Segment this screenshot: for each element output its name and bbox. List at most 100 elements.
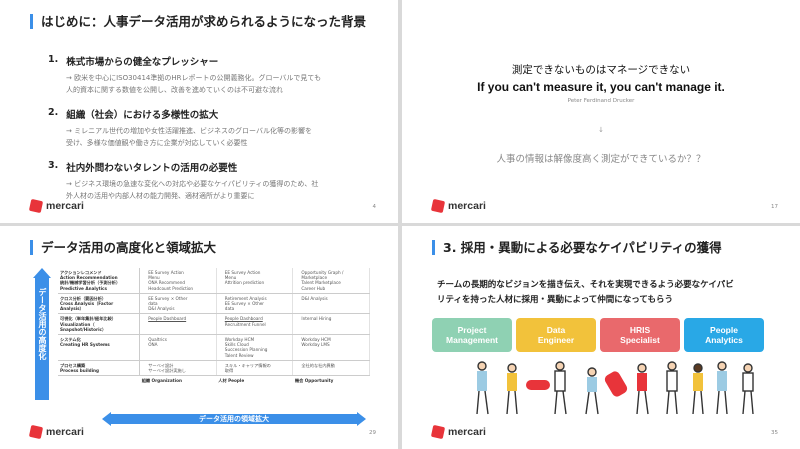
- cell-item: Internal Hiring: [301, 316, 332, 322]
- cell-item: Talent Review: [224, 352, 254, 358]
- person-icon: [506, 363, 518, 415]
- cell-item: Qualtrics: [148, 337, 167, 343]
- matrix-cell: スキル・キャリア情報の取得: [216, 360, 294, 377]
- person-icon: [666, 361, 678, 415]
- cell-item: Recruitment Funnel: [224, 321, 266, 327]
- role-label: Engineer: [537, 335, 575, 345]
- role-label: Analytics: [705, 335, 743, 345]
- role-label: Specialist: [620, 335, 660, 345]
- row-header-line: Visualization（: [60, 321, 95, 327]
- cell-item: Workday LMS: [301, 342, 330, 348]
- logo-icon: [28, 198, 44, 214]
- horizontal-axis-label: データ活用の領域拡大: [199, 415, 269, 423]
- question-text: 人事の情報は解像度高く測定ができているか？？: [496, 154, 706, 165]
- cell-item: Menu: [148, 275, 160, 281]
- cell-item: Skills Cloud: [224, 342, 249, 348]
- person-icon: [636, 363, 649, 415]
- role-label: Management: [446, 335, 498, 345]
- role-label: People: [710, 325, 738, 335]
- puzzle-piece-icon: [604, 371, 628, 397]
- item-body: 人的資本に関する数値を公開し、改善を進めていくのは不可避な流れ: [66, 86, 283, 94]
- item-number: 1.: [48, 54, 59, 65]
- item-body: 外人材の活用や内部人材の能力開発、適材適所がより重要に: [66, 192, 255, 200]
- matrix-cell: 全社的な社内異動: [292, 360, 370, 377]
- item-body: → ビジネス環境の急速な変化への対応や必要なケイパビリティの獲得のため、社: [66, 180, 319, 188]
- slide-title: はじめに：人事データ活用が求められるようになった背景: [30, 14, 366, 29]
- cell-item: スキル・キャリア情報の: [224, 362, 271, 368]
- vertical-axis-label: データ活用の高度化: [38, 288, 47, 360]
- row-header-line: Cross Analysis（Factor: [60, 301, 114, 307]
- cell-item: Opportunity Graph /: [301, 270, 344, 275]
- row-header-line: アクションレコメンド: [60, 270, 102, 275]
- logo-text: mercari: [448, 426, 486, 438]
- cell-item: EE Survey × Other: [148, 295, 188, 301]
- item-body: 受け、多様な価値観や働き方に企業が対応していく必要性: [66, 139, 248, 147]
- item-number: 3.: [48, 160, 59, 171]
- person-icon: [554, 361, 567, 415]
- cell-item: サーベイ設計: [148, 362, 174, 368]
- slide-subtitle: チームの長期的なビジョンを描き伝え、それを実現できるよう必要なケイパビ リティを…: [437, 278, 777, 308]
- role-label: HRIS: [629, 325, 651, 335]
- cell-item: Succession Planning: [224, 347, 268, 353]
- cell-item: EE Survey Action: [148, 270, 184, 275]
- slide-capability[interactable]: 3. 採用・異動による必要なケイパビリティの獲得 チームの長期的なビジョンを描き…: [402, 226, 800, 449]
- slide-quote[interactable]: 測定できないものはマネージできない If you can't measure i…: [402, 0, 800, 223]
- row-header-line: Predictive Analytics: [60, 285, 107, 291]
- mercari-logo: mercari: [430, 198, 486, 214]
- slide-background[interactable]: はじめに：人事データ活用が求められるようになった背景 1.株式市場からの健全なプ…: [0, 0, 398, 223]
- cell-item: Marketplace: [301, 275, 328, 281]
- cell-item: EE Survey Action: [224, 270, 261, 275]
- mercari-logo: mercari: [28, 424, 84, 440]
- row-header-line: Process building: [60, 368, 100, 374]
- cell-item: ONA: [148, 342, 158, 348]
- item-heading: 社内外問わないタレントの活用の必要性: [66, 163, 238, 174]
- page-number: 4: [372, 204, 377, 210]
- cell-item: Workday HCM: [301, 337, 331, 343]
- list-item: 1.株式市場からの健全なプレッシャー → 欧米を中心にISO30414準拠のHR…: [48, 54, 378, 96]
- item-body: → ミレニアル世代の増加や女性活躍推進、ビジネスのグローバル化等の影響を: [66, 127, 312, 135]
- cell-item: data: [148, 301, 158, 307]
- logo-icon: [430, 198, 446, 214]
- matrix-cell: People Dashboard: [139, 313, 217, 336]
- logo-text: mercari: [46, 426, 84, 438]
- logo-text: mercari: [448, 200, 486, 212]
- matrix-row: 可視化（単年集計/経年比較）Visualization（Snapshot/His…: [58, 313, 370, 336]
- item-heading: 組織（社会）における多様性の拡大: [66, 110, 219, 121]
- cell-item: Attrition prediction: [224, 280, 265, 286]
- logo-text: mercari: [46, 200, 84, 212]
- person-icon: [716, 361, 728, 415]
- page-number: 29: [369, 430, 376, 436]
- cell-item: Workday HCM: [224, 337, 255, 343]
- person-icon: [692, 363, 704, 415]
- cell-item: Menu: [224, 275, 237, 281]
- subtitle-line: リティを持った人材に採用・異動によって仲間になってもらう: [437, 295, 673, 305]
- list-item: 2.組織（社会）における多様性の拡大 → ミレニアル世代の増加や女性活躍推進、ビ…: [48, 107, 378, 149]
- cell-item: Headcount Prediction: [148, 285, 194, 291]
- cell-item: Career Hub: [301, 285, 326, 291]
- cell-item: Retirement Analysis: [224, 295, 267, 301]
- row-header-line: Snapshot/Historic）: [60, 326, 107, 332]
- matrix-cell: D&I Analysis: [292, 293, 370, 315]
- cell-item: data: [224, 306, 235, 312]
- cell-item: D&I Analysis: [301, 295, 328, 301]
- cell-item: Talent Marketplace: [301, 280, 341, 286]
- row-header-line: Creating HR Systems: [60, 342, 110, 348]
- matrix-column-header: 組織 Organization: [141, 378, 182, 384]
